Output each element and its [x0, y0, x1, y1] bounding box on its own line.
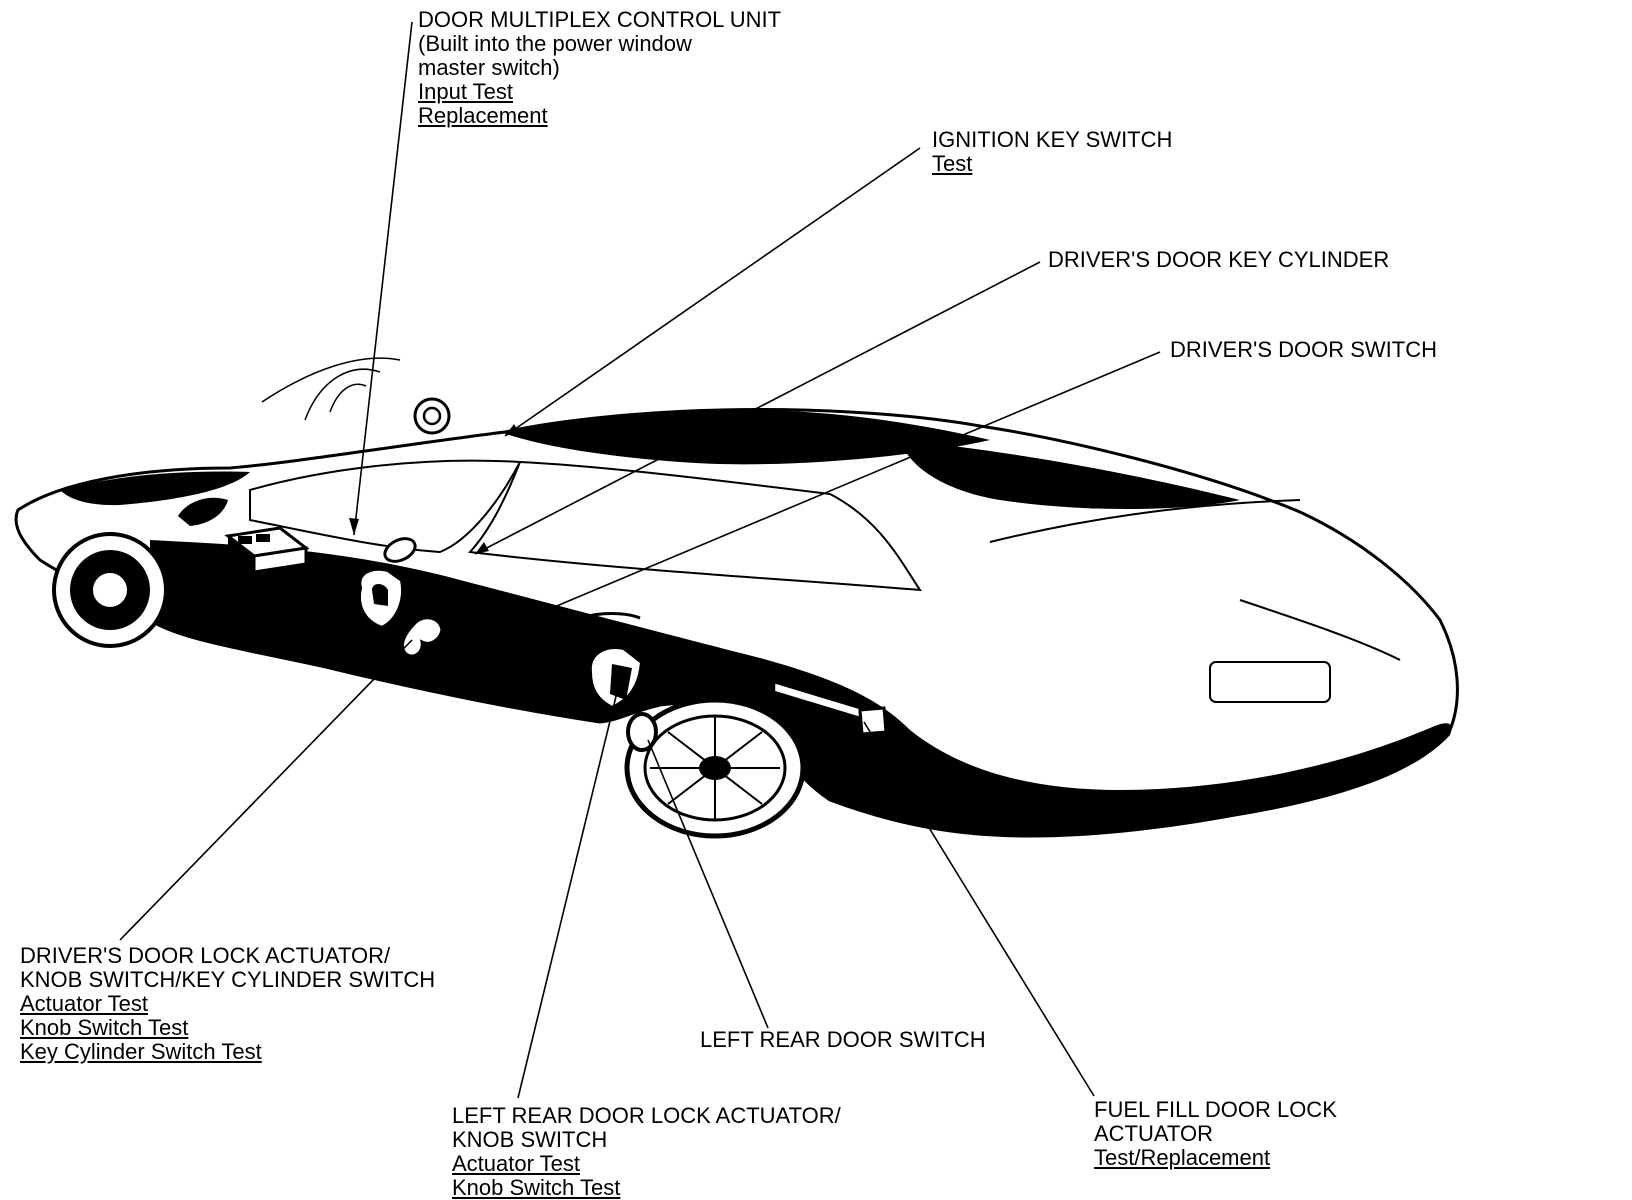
label-line: (Built into the power window	[418, 31, 692, 56]
label-line: ACTUATOR	[1094, 1121, 1213, 1146]
rear-wheel	[624, 697, 806, 839]
left-rear-door-lock-actuator-part	[587, 645, 658, 752]
label-drivers-door-key-cylinder: DRIVER'S DOOR KEY CYLINDER	[1048, 248, 1389, 272]
driver-door-lock-actuator-part	[357, 566, 444, 658]
label-door-multiplex-control-unit: DOOR MULTIPLEX CONTROL UNIT (Built into …	[418, 8, 781, 128]
input-test-link[interactable]: Input Test	[418, 79, 513, 104]
label-left-rear-door-lock-actuator: LEFT REAR DOOR LOCK ACTUATOR/ KNOB SWITC…	[452, 1104, 841, 1200]
leader-arrowheads	[349, 424, 519, 632]
fuel-test-replacement-link[interactable]: Test/Replacement	[1094, 1145, 1271, 1170]
label-line: DRIVER'S DOOR KEY CYLINDER	[1048, 247, 1390, 272]
car-body	[14, 408, 1459, 838]
door-key-cylinder-part	[383, 537, 417, 563]
rear-knob-switch-test-link[interactable]: Knob Switch Test	[452, 1175, 621, 1200]
label-drivers-door-switch: DRIVER'S DOOR SWITCH	[1170, 338, 1437, 362]
label-ignition-key-switch: IGNITION KEY SWITCH Test	[932, 128, 1172, 176]
ignition-test-link[interactable]: Test	[932, 151, 973, 176]
rear-actuator-test-link[interactable]: Actuator Test	[452, 1151, 580, 1176]
label-fuel-fill-door-lock-actuator: FUEL FILL DOOR LOCK ACTUATOR Test/Replac…	[1094, 1098, 1337, 1170]
front-wheel	[52, 532, 168, 648]
door-multiplex-unit-part	[224, 526, 310, 574]
label-line: master switch)	[418, 55, 560, 80]
ignition-key-switch-part	[413, 397, 451, 435]
label-left-rear-door-switch: LEFT REAR DOOR SWITCH	[700, 1028, 986, 1052]
knob-switch-test-link[interactable]: Knob Switch Test	[20, 1015, 189, 1040]
label-line: DRIVER'S DOOR LOCK ACTUATOR/	[20, 943, 391, 968]
label-line: DOOR MULTIPLEX CONTROL UNIT	[418, 7, 782, 32]
label-line: LEFT REAR DOOR SWITCH	[700, 1027, 986, 1052]
label-line: IGNITION KEY SWITCH	[932, 127, 1173, 152]
label-line: FUEL FILL DOOR LOCK	[1094, 1097, 1337, 1122]
leader-lines	[119, 21, 1161, 1099]
label-line: KNOB SWITCH	[452, 1127, 608, 1152]
label-line: KNOB SWITCH/KEY CYLINDER SWITCH	[20, 967, 436, 992]
replacement-link[interactable]: Replacement	[418, 103, 548, 128]
label-drivers-door-lock-actuator: DRIVER'S DOOR LOCK ACTUATOR/ KNOB SWITCH…	[20, 944, 435, 1064]
key-cylinder-switch-test-link[interactable]: Key Cylinder Switch Test	[20, 1039, 262, 1064]
label-line: LEFT REAR DOOR LOCK ACTUATOR/	[452, 1103, 841, 1128]
actuator-test-link[interactable]: Actuator Test	[20, 991, 148, 1016]
label-line: DRIVER'S DOOR SWITCH	[1170, 337, 1437, 362]
dashboard-sketch	[261, 357, 401, 421]
